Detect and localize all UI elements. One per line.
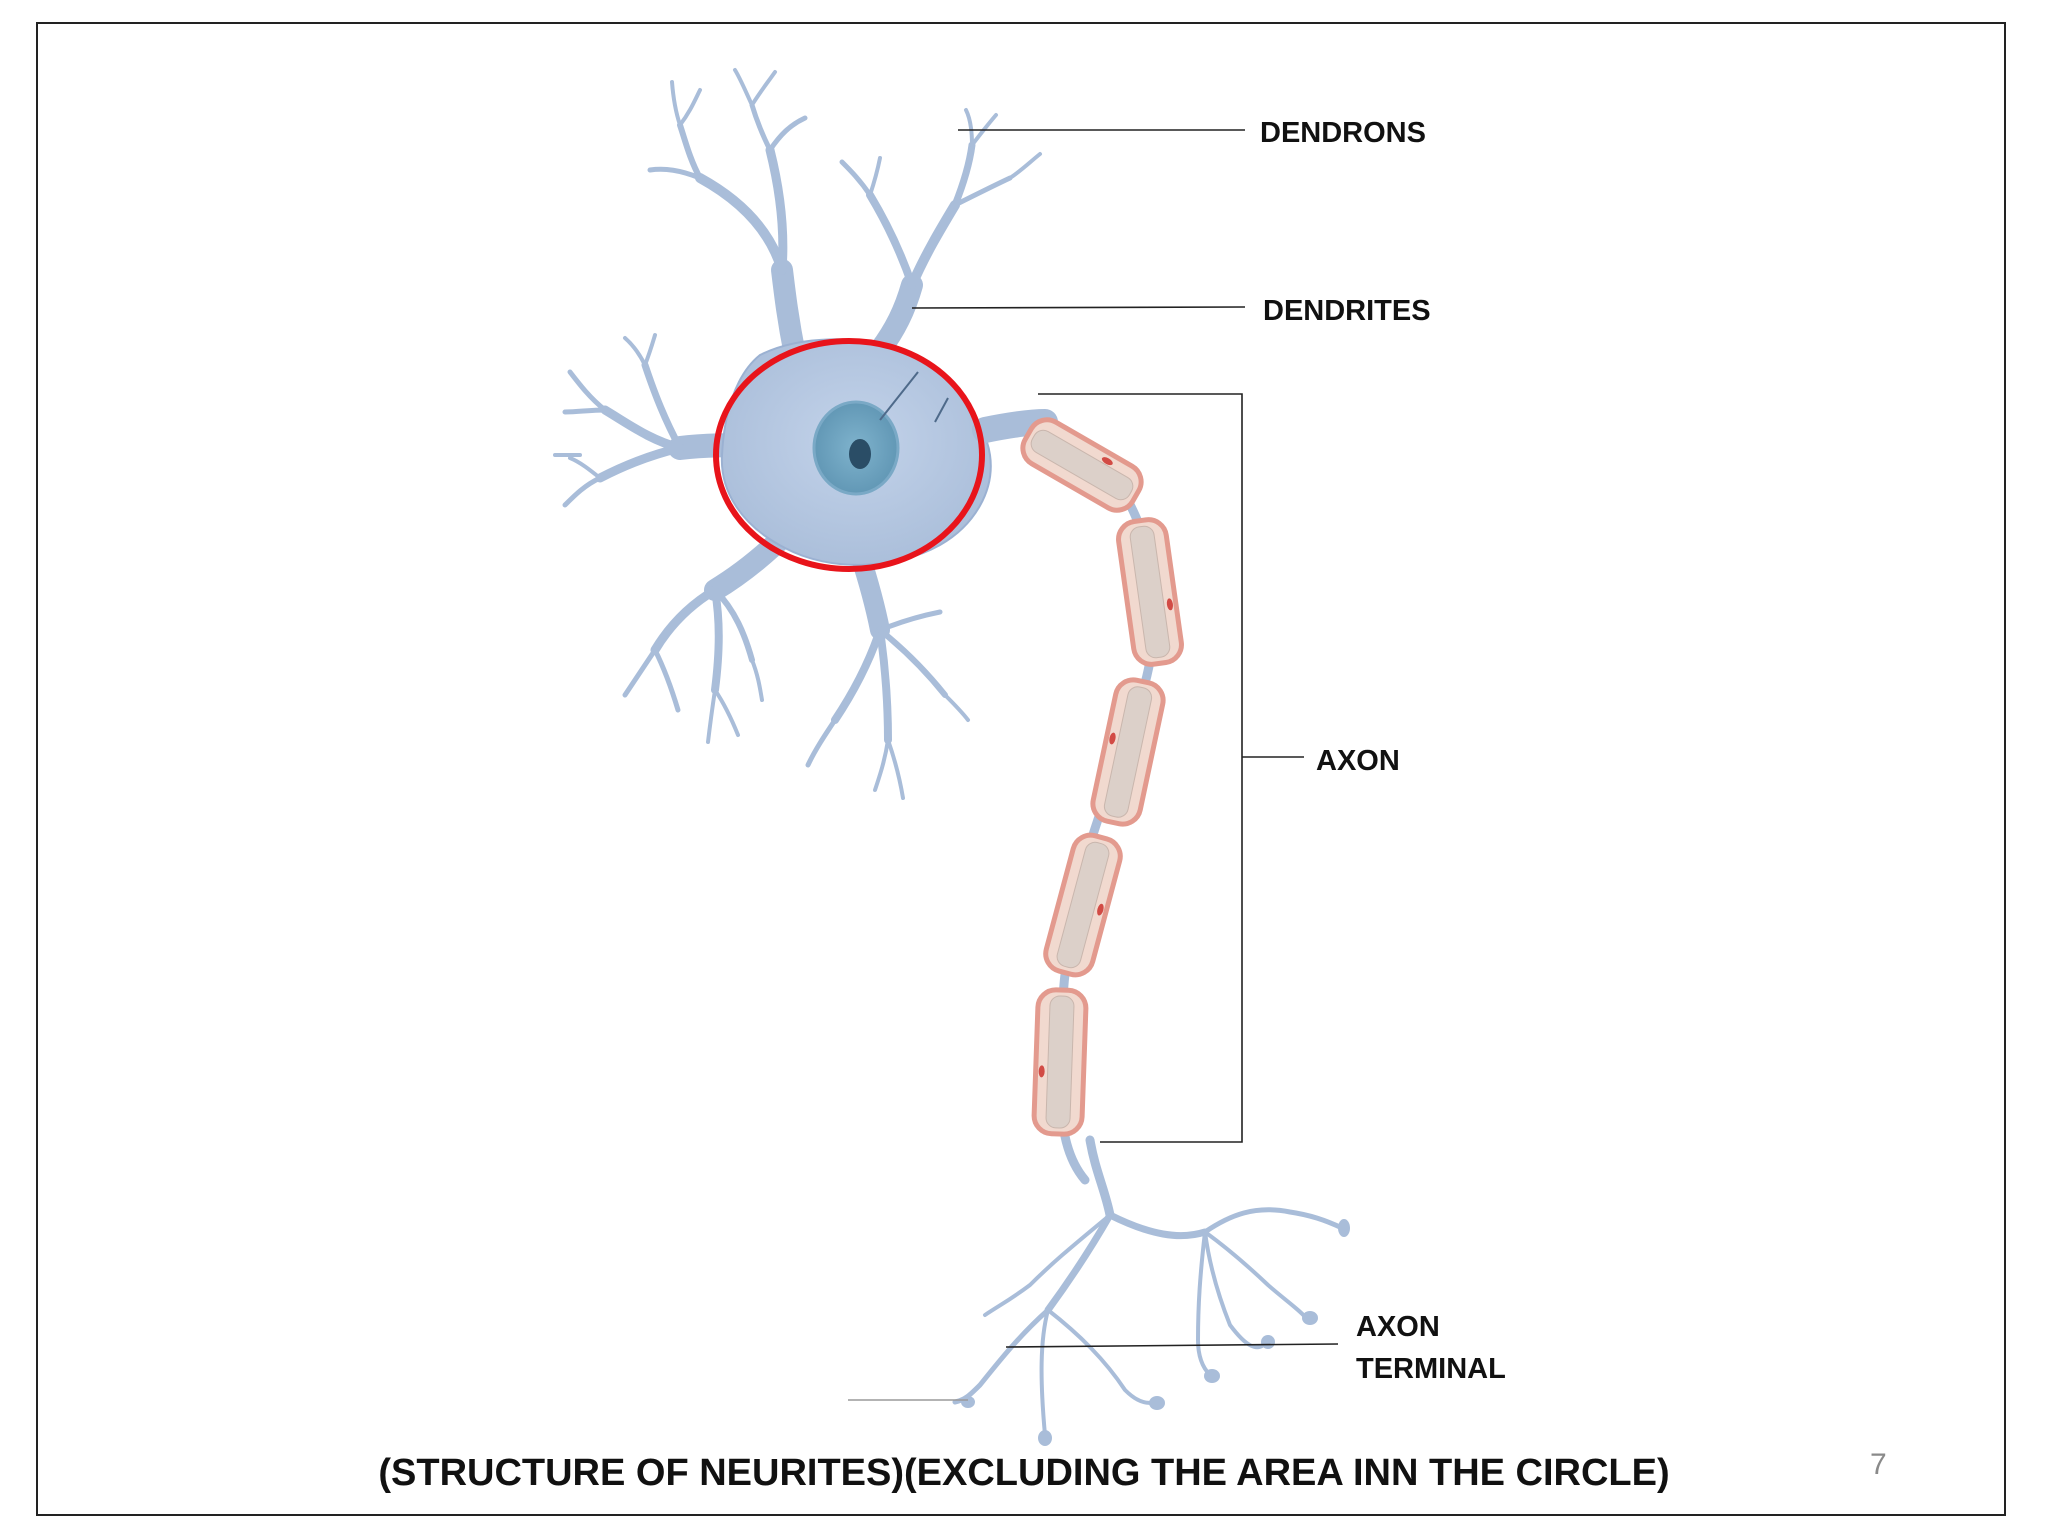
axon-terminal-leader-line: [1005, 1343, 1339, 1348]
axon-terminal-branches: [952, 1135, 1345, 1437]
soma-leader-mark-2: [934, 397, 949, 423]
dendrites-leader-line: [911, 306, 1246, 309]
label-dendrons: DENDRONS: [1260, 117, 1426, 149]
figure-caption: (STRUCTURE OF NEURITES)(EXCLUDING THE AR…: [378, 1452, 1670, 1494]
slide-frame: [36, 22, 2006, 1516]
page-number: 7: [1870, 1448, 1887, 1481]
myelin-segment: [1090, 677, 1166, 827]
myelin-segment: [1043, 832, 1123, 978]
myelin-segment: [1116, 517, 1184, 667]
label-axon-terminal-line1: AXON: [1356, 1311, 1440, 1343]
label-axon-terminal-line2: TERMINAL: [1356, 1353, 1506, 1386]
label-dendrites: DENDRITES: [1263, 295, 1431, 327]
axon-terminal-boutons: [961, 1219, 1350, 1446]
myelin-segment: [1031, 987, 1089, 1137]
leader-lines: [848, 129, 1339, 1401]
nucleus: [812, 400, 900, 496]
axon-bracket: [1038, 393, 1243, 1143]
myelin-sheath: [1020, 417, 1184, 1137]
highlight-circle: [713, 338, 985, 572]
myelin-segment: [1020, 417, 1144, 513]
soma-leader-mark: [879, 371, 919, 421]
label-axon-terminal: AXON TERMINAL: [1356, 1306, 1506, 1390]
label-axon: AXON: [1316, 745, 1400, 777]
